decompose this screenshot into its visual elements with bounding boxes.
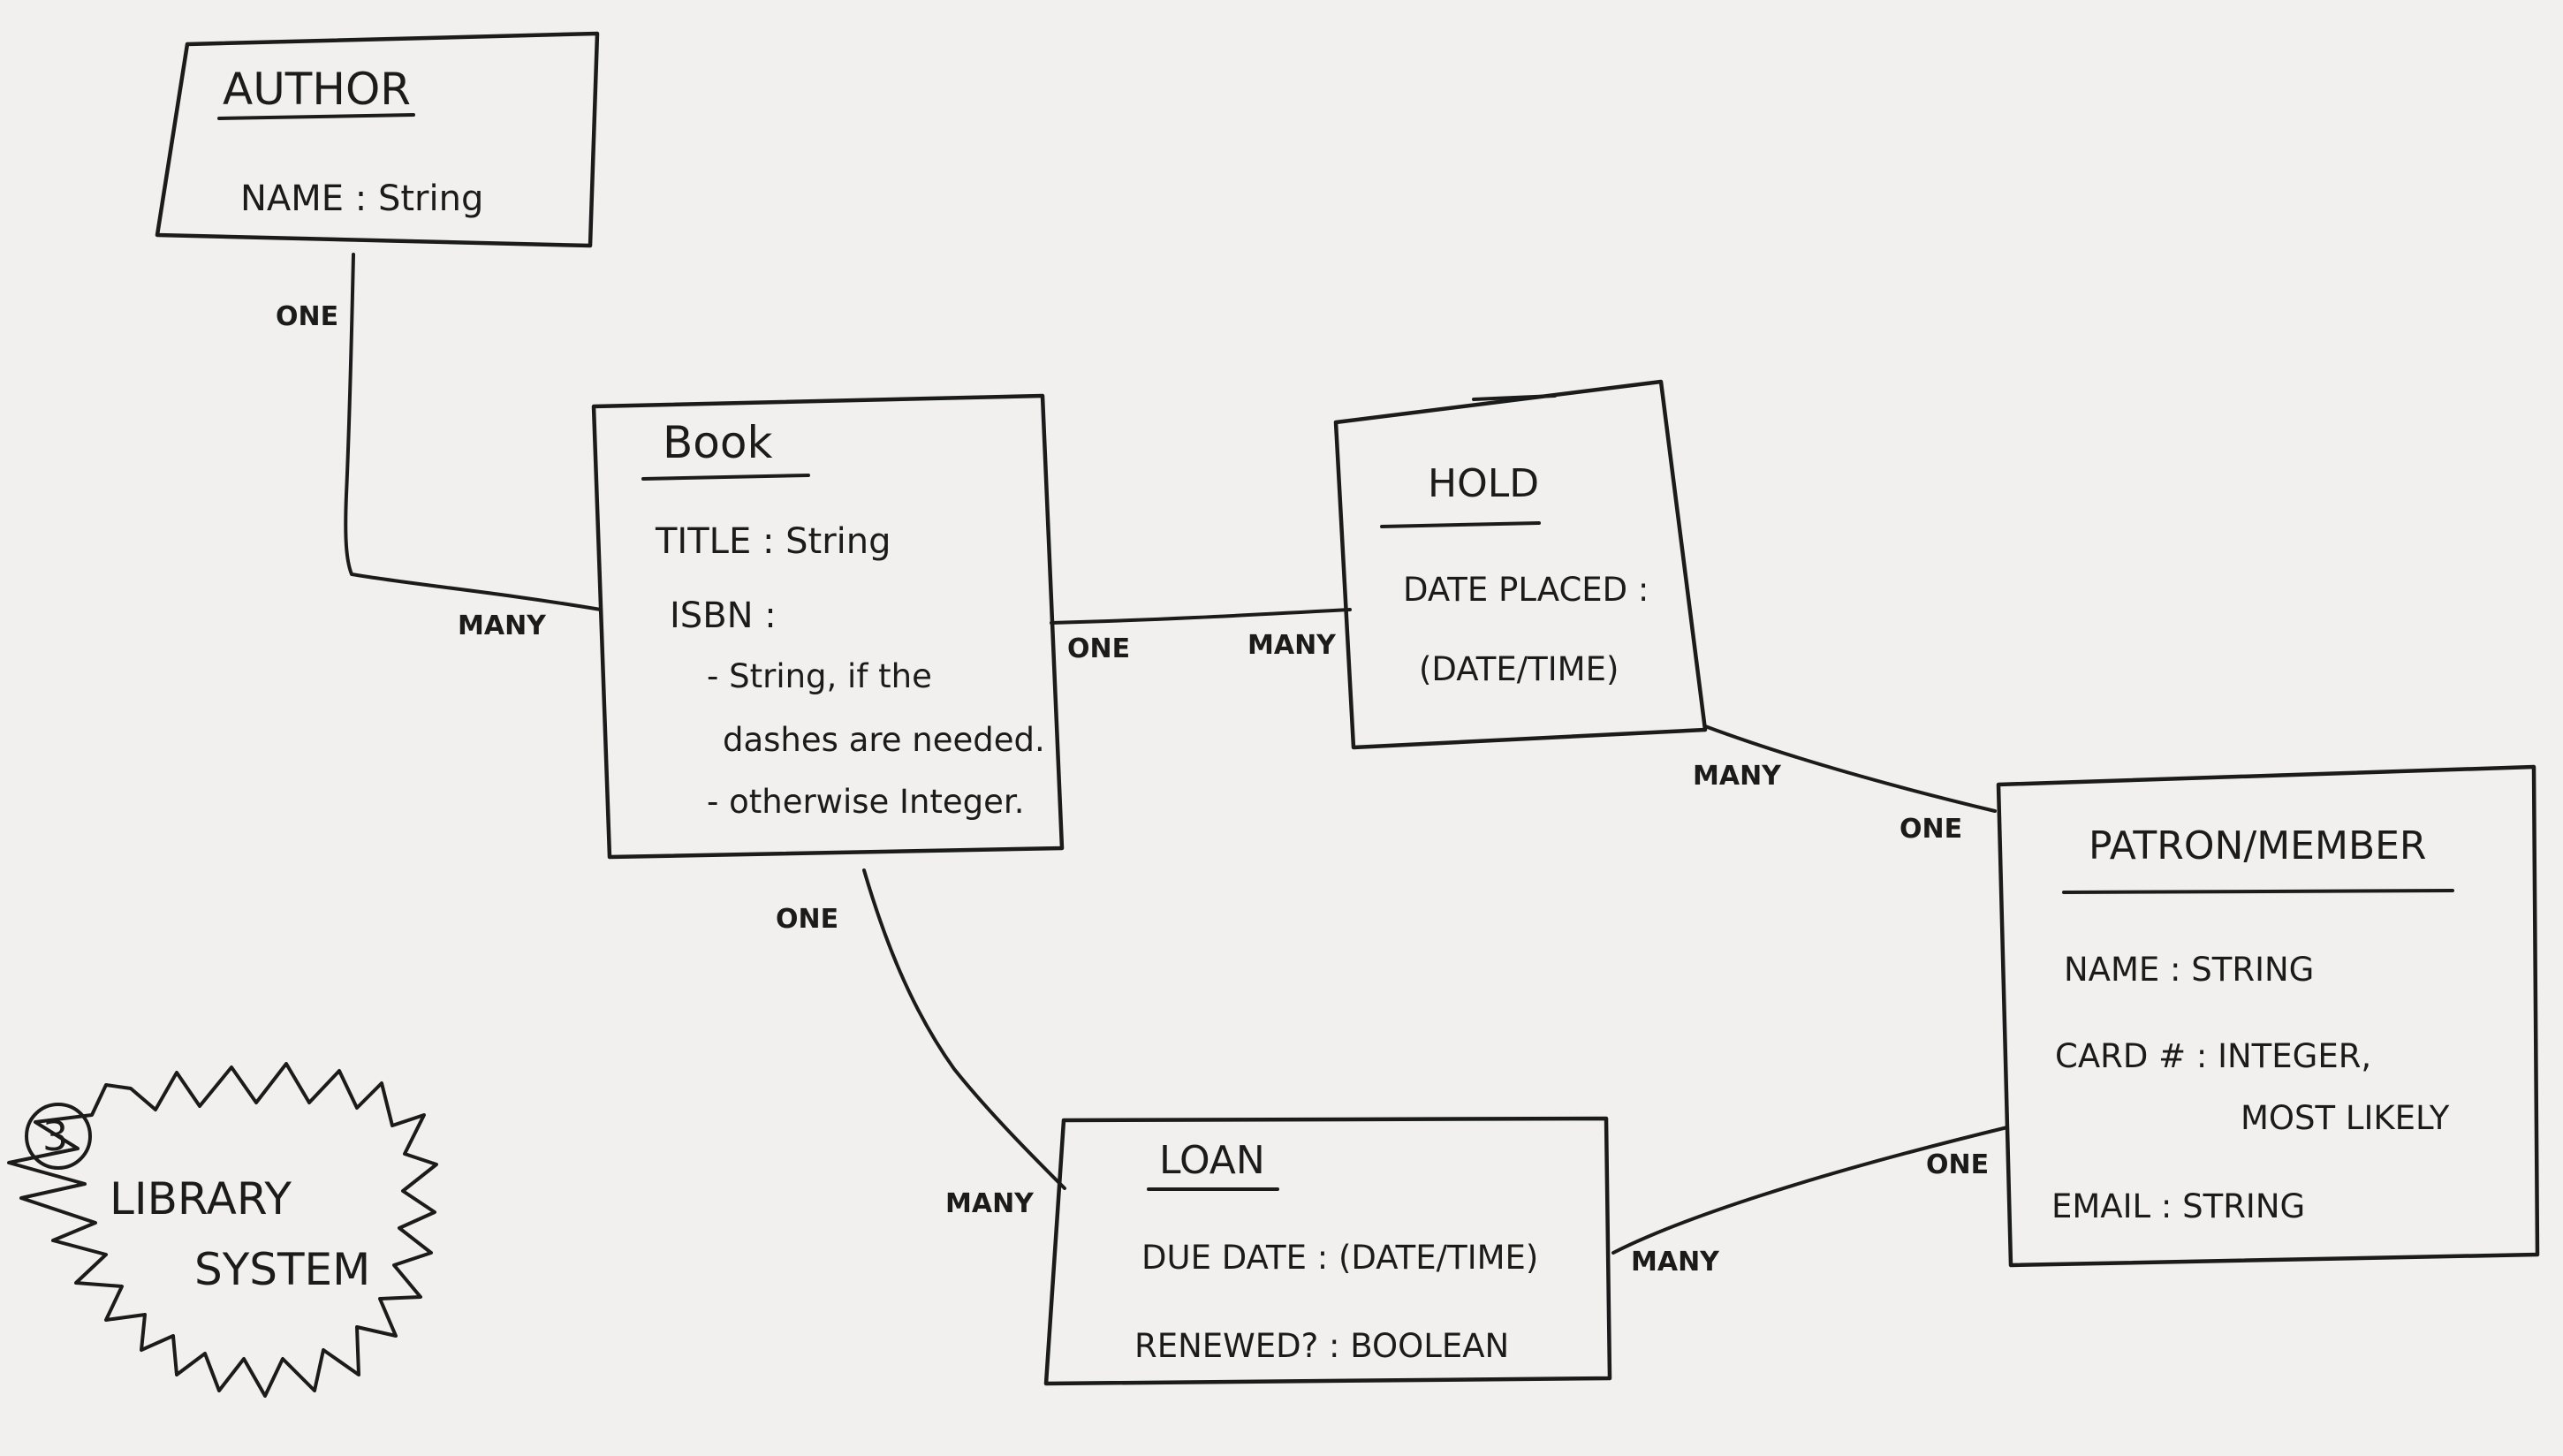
hold-top-mark [1472, 394, 1557, 401]
cardinality-book-hold-many: MANY [1247, 630, 1337, 661]
patron-entity[interactable]: PATRON/MEMBER NAME : STRING CARD # : INT… [1996, 764, 2540, 1268]
loan-attr-due-date: DUE DATE : (DATE/TIME) [1141, 1239, 1538, 1277]
author-title: AUTHOR [223, 64, 411, 115]
book-attr-isbn-note-1: - String, if the [707, 657, 932, 695]
book-title: Book [663, 417, 772, 468]
book-loan-line [862, 868, 1066, 1190]
loan-title: LOAN [1159, 1138, 1265, 1183]
book-box [591, 393, 1065, 860]
loan-box [1043, 1116, 1612, 1386]
author-entity[interactable]: AUTHOR NAME : String [155, 31, 600, 248]
cardinality-loan-patron-many: MANY [1631, 1247, 1720, 1278]
cardinality-book-loan-one: ONE [776, 904, 838, 935]
author-attr-name: NAME : String [240, 178, 483, 219]
book-attr-isbn: ISBN : [670, 595, 777, 636]
cardinality-hold-patron-many: MANY [1693, 761, 1782, 792]
cardinality-author-one: ONE [276, 301, 338, 332]
book-title-underline [641, 474, 810, 481]
badge-text-library: LIBRARY [110, 1173, 292, 1225]
cardinality-loan-patron-one: ONE [1926, 1149, 1989, 1180]
cardinality-author-book-many: MANY [458, 610, 547, 641]
patron-title-underline [2062, 889, 2454, 894]
patron-title: PATRON/MEMBER [2089, 823, 2427, 868]
book-attr-isbn-note-3: - otherwise Integer. [707, 783, 1025, 821]
starburst-outline [7, 1062, 438, 1398]
cardinality-book-loan-many: MANY [945, 1188, 1035, 1219]
loan-entity[interactable]: LOAN DUE DATE : (DATE/TIME) RENEWED? : B… [1043, 1116, 1612, 1386]
author-title-underline [217, 113, 415, 120]
badge-text-system: SYSTEM [194, 1244, 370, 1295]
patron-attr-email: EMAIL : STRING [2051, 1187, 2305, 1225]
loan-attr-renewed: RENEWED? : BOOLEAN [1134, 1327, 1509, 1365]
patron-attr-card-note: MOST LIKELY [2241, 1099, 2450, 1137]
patron-attr-card: CARD # : INTEGER, [2055, 1037, 2371, 1075]
hold-attr-date-placed: DATE PLACED : [1403, 571, 1649, 609]
hold-title-underline [1380, 521, 1541, 528]
library-system-badge: 3 LIBRARY SYSTEM [7, 1062, 438, 1398]
hold-entity[interactable]: HOLD DATE PLACED : (DATE/TIME) [1333, 379, 1708, 750]
book-entity[interactable]: Book TITLE : String ISBN : - String, if … [591, 393, 1065, 860]
badge-number-circle [25, 1103, 92, 1170]
hold-title: HOLD [1428, 461, 1539, 506]
badge-number: 3 [42, 1112, 68, 1160]
book-hold-line [1050, 608, 1352, 625]
cardinality-hold-patron-one: ONE [1900, 814, 1962, 845]
hold-patron-line [1703, 724, 1997, 813]
cardinality-book-hold-one: ONE [1067, 633, 1130, 664]
patron-attr-name: NAME : STRING [2064, 951, 2314, 989]
author-box [155, 31, 600, 248]
loan-patron-line [1611, 1126, 2009, 1255]
book-attr-title: TITLE : String [655, 521, 891, 562]
book-attr-isbn-note-2: dashes are needed. [723, 721, 1045, 759]
author-book-line [344, 253, 603, 611]
patron-box [1996, 764, 2540, 1268]
hold-attr-date-time: (DATE/TIME) [1419, 650, 1619, 688]
